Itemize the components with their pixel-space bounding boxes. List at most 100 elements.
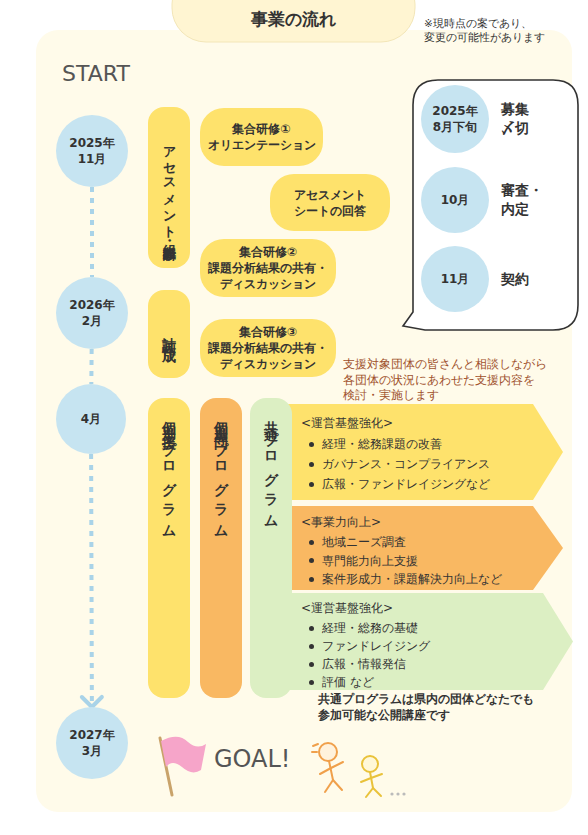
bullet-row: 経理・総務課題の改善: [301, 434, 490, 454]
date-text: 2025年 8月下旬: [425, 103, 485, 135]
speech-bubble: [403, 80, 578, 330]
bullet-row: 広報・ファンドレイジングなど: [301, 474, 490, 494]
bullet-row: 地域ニーズ調査: [301, 533, 502, 552]
bullet-text: ガバナンス・コンプライアンス: [322, 454, 490, 474]
date-text: 2025年 11月: [62, 135, 122, 167]
runner-figure: [312, 743, 343, 792]
timeline-circle: 4月: [56, 384, 126, 454]
bullet-dot: [309, 680, 314, 685]
bullet-dot: [309, 626, 314, 631]
arrow-fill: [283, 506, 563, 590]
program-band: 個別専門プログラム: [200, 398, 242, 698]
start-text: START: [62, 60, 182, 88]
bullet-dot: [309, 442, 314, 447]
bullet-row: 案件形成力・課題解決力向上など: [301, 570, 502, 589]
bullet-text: 経理・総務の基礎: [322, 619, 418, 637]
band-text: 共通プログラム: [262, 410, 280, 525]
timeline-circle: 2025年 11月: [56, 115, 128, 187]
bullet-row: ファンドレイジング: [301, 637, 430, 655]
timeline-connector: [91, 349, 92, 384]
date-text: 2027年 3月: [62, 727, 122, 759]
timeline-circle: 2026年 2月: [56, 277, 128, 349]
box-text: 集合研修②: [201, 244, 335, 260]
date-text: 4月: [61, 411, 121, 427]
band-text: 個別専門プログラム: [212, 410, 230, 535]
dashed-line: [89, 349, 93, 384]
dashed-line: [89, 454, 94, 707]
public-note: 共通プログラムは県内の団体どなたでも 参加可能な公開講座です: [318, 691, 568, 723]
phase-band: アセスメント・組織診断: [148, 107, 190, 268]
bullet-row: 広報・情報発信: [301, 655, 430, 673]
band-text: 計画作成: [160, 326, 178, 342]
goal-text: GOAL!: [214, 744, 314, 774]
timeline-connector: [82, 454, 102, 707]
step-text: 審査・ 内定: [501, 181, 545, 219]
program-arrow: <運営基盤強化> 経理・総務の基礎ファンドレイジング広報・情報発信評価 など: [283, 593, 573, 690]
arrow-content: <事業力向上> 地域ニーズ調査専門能力向上支援案件形成力・課題解決力向上など: [301, 513, 502, 589]
band-text: アセスメント・組織診断: [160, 137, 178, 238]
arrow-fill: [283, 404, 563, 500]
bullet-dot: [309, 540, 314, 545]
bullet-dot: [309, 644, 314, 649]
dashed-line: [90, 187, 94, 277]
arrow-head: [82, 697, 102, 707]
schedule-circle: 10月審査・ 内定: [421, 167, 489, 233]
task-box: アセスメント シートの回答: [270, 174, 390, 231]
bullet-row: 経理・総務の基礎: [301, 619, 430, 637]
bullet-text: 案件形成力・課題解決力向上など: [322, 570, 502, 589]
bullet-row: ガバナンス・コンプライアンス: [301, 454, 490, 474]
program-arrow: <運営基盤強化> 経理・総務課題の改善ガバナンス・コンプライアンス広報・ファンドレ…: [283, 404, 563, 500]
bullet-text: 広報・情報発信: [322, 655, 406, 673]
bullet-row: 専門能力向上支援: [301, 552, 502, 571]
bullet-dot: [309, 462, 314, 467]
step-text: 募集 〆切: [501, 100, 545, 138]
timeline-circle: 2027年 3月: [56, 707, 128, 779]
session-box: 集合研修②課題分析結果の共有・ ディスカッション: [200, 239, 336, 297]
date-text: 10月: [425, 192, 485, 208]
bullet-dot: [309, 482, 314, 487]
arrow-content: <運営基盤強化> 経理・総務の基礎ファンドレイジング広報・情報発信評価 など: [301, 599, 430, 691]
bullet-row: 評価 など: [301, 673, 430, 691]
title-text: 事業の流れ: [172, 8, 415, 31]
runner-figure: [361, 756, 382, 797]
schedule-circle: 2025年 8月下旬募集 〆切: [421, 85, 489, 153]
program-arrow: <事業力向上> 地域ニーズ調査専門能力向上支援案件形成力・課題解決力向上など: [283, 506, 563, 590]
bullet-text: 広報・ファンドレイジングなど: [322, 474, 490, 494]
bullet-text: 経理・総務課題の改善: [322, 434, 442, 454]
band-text: 個別支援プログラム: [160, 410, 178, 535]
session-box: 集合研修③課題分析結果の共有・ ディスカッション: [200, 319, 336, 377]
program-band: 共通プログラム: [250, 398, 292, 698]
bullet-text: 地域ニーズ調査: [322, 533, 406, 552]
group-heading: <運営基盤強化>: [301, 414, 490, 432]
bullet-text: ファンドレイジング: [322, 637, 430, 655]
arrow-fill: [283, 593, 573, 690]
bullet-text: 評価 など: [322, 673, 374, 691]
support-note: 支援対象団体の皆さんと相談しながら 各団体の状況にあわせた支援内容を 検討・実施…: [343, 357, 568, 404]
box-text: 集合研修③: [201, 324, 335, 340]
box-text: 集合研修①: [200, 121, 323, 137]
bullet-dot: [309, 662, 314, 667]
schedule-circle: 11月契約: [421, 246, 489, 312]
group-heading: <事業力向上>: [301, 513, 502, 531]
box-text: アセスメント シートの回答: [285, 187, 375, 219]
title-tab: [172, 0, 415, 42]
box-text: オリエンテーション: [200, 137, 323, 153]
bullet-dot: [309, 577, 314, 582]
date-text: 2026年 2月: [62, 297, 122, 329]
bullet-text: 専門能力向上支援: [322, 552, 418, 571]
phase-band: 計画作成: [148, 290, 190, 378]
timeline-connector: [92, 187, 93, 277]
step-text: 契約: [501, 270, 545, 289]
note-text: ※現時点の案であり、 変更の可能性があります: [424, 16, 574, 44]
group-heading: <運営基盤強化>: [301, 599, 430, 617]
flag: [161, 737, 206, 773]
arrow-content: <運営基盤強化> 経理・総務課題の改善ガバナンス・コンプライアンス広報・ファンドレ…: [301, 414, 490, 494]
program-band: 個別支援プログラム: [148, 398, 190, 698]
date-text: 11月: [425, 271, 485, 287]
session-box: 集合研修①オリエンテーション: [200, 108, 323, 166]
box-text: 課題分析結果の共有・ ディスカッション: [201, 260, 335, 292]
bullet-dot: [309, 558, 314, 563]
box-text: 課題分析結果の共有・ ディスカッション: [201, 340, 335, 372]
motion-dots: [390, 792, 405, 795]
